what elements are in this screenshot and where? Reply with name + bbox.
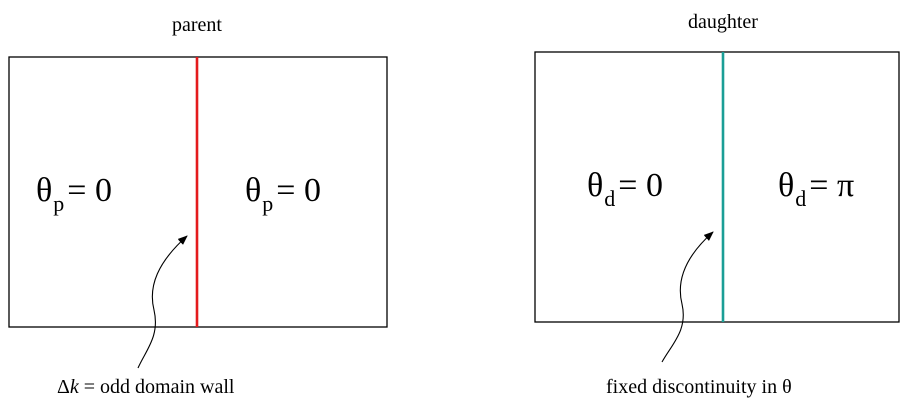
daughter-right-equation: θd= π [778, 167, 854, 211]
daughter-left-value: = 0 [618, 167, 663, 204]
parent-left-value: = 0 [67, 172, 112, 209]
daughter-domain-box [534, 51, 900, 323]
parent-left-equation: θp= 0 [36, 172, 112, 216]
parent-panel: parent θp= 0 θp= 0 Δk = odd domain wall [8, 14, 388, 398]
daughter-left-equation: θd= 0 [587, 167, 663, 211]
daughter-title: daughter [688, 11, 758, 33]
parent-left-subscript: p [53, 191, 64, 216]
parent-right-subscript: p [262, 191, 273, 216]
daughter-left-theta: θ [587, 167, 603, 204]
parent-annotation-arrow [137, 235, 188, 369]
parent-right-theta: θ [245, 172, 261, 209]
daughter-right-value: = π [809, 167, 854, 204]
parent-annotation: Δk = odd domain wall [57, 376, 235, 398]
parent-right-equation: θp= 0 [245, 172, 321, 216]
daughter-annotation-arrow [661, 231, 714, 363]
parent-annotation-k: k [70, 376, 80, 398]
parent-annotation-delta: Δ [57, 376, 70, 398]
daughter-right-subscript: d [795, 186, 806, 211]
daughter-left-subscript: d [604, 186, 615, 211]
daughter-panel: daughter θd= 0 θd= π fixed discontinuity… [534, 11, 900, 398]
parent-right-value: = 0 [276, 172, 321, 209]
parent-title: parent [172, 14, 222, 36]
parent-annotation-text: = odd domain wall [79, 376, 235, 398]
parent-left-theta: θ [36, 172, 52, 209]
daughter-annotation: fixed discontinuity in θ [606, 376, 792, 398]
daughter-right-theta: θ [778, 167, 794, 204]
